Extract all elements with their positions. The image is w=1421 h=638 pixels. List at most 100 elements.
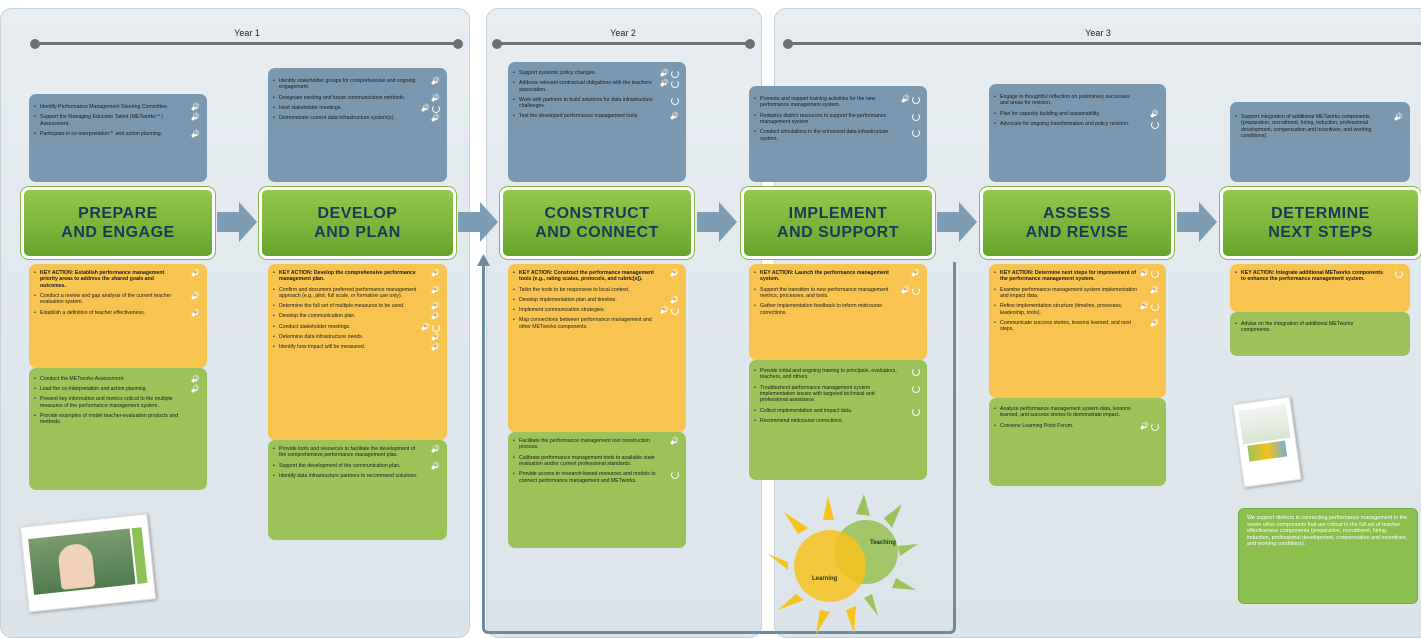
speaker-icon[interactable]: 🔊 [431,303,440,311]
refresh-icon[interactable] [432,104,440,113]
speaker-icon[interactable]: 🔊 [1140,422,1149,430]
list-item: Establish a definition of teacher effect… [33,309,202,317]
refresh-icon[interactable] [912,286,920,295]
speaker-icon[interactable]: 🔊 [431,286,440,294]
list-item: Identify how impact will be measured.🔊 [272,344,442,352]
feedback-loop-arrow [482,262,956,634]
list-item-text: Analyze performance management system da… [1000,406,1131,419]
speaker-icon[interactable]: 🔊 [670,296,679,304]
speaker-icon[interactable]: 🔊 [191,293,200,301]
list-item-text: Conduct stakeholder meetings. [279,323,351,330]
refresh-icon[interactable] [912,112,920,121]
stage-5-consultant-box: Analyze performance management system da… [989,398,1166,486]
list-item-text: Facilitate the performance management to… [519,438,650,451]
refresh-icon[interactable] [1151,270,1159,278]
speaker-icon[interactable]: 🔊 [431,313,440,321]
stage-5-card[interactable]: ASSESS AND REVISE [980,187,1174,259]
list-item: Support the development of the communica… [272,462,442,470]
speaker-icon[interactable]: 🔊 [670,438,679,445]
speaker-icon[interactable]: 🔊 [191,130,200,138]
refresh-icon[interactable] [671,307,679,316]
brochure-thumbnail[interactable] [1232,396,1302,488]
list-item-text: Present key information and metrics crit… [40,396,173,409]
list-item-text: Develop implementation plan and timeline… [519,296,617,303]
speaker-icon[interactable]: 🔊 [911,270,920,277]
audio-controls [1151,120,1159,129]
list-item-text: Address relevant contractual obligations… [519,80,652,93]
speaker-icon[interactable]: 🔊 [191,309,200,317]
list-item-text: KEY ACTION: Establish performance manage… [40,270,165,289]
speaker-icon[interactable]: 🔊 [660,80,669,88]
list-item: Gather implementation feedback to inform… [753,303,922,316]
speaker-icon[interactable]: 🔊 [1150,319,1159,327]
refresh-icon[interactable] [912,407,920,416]
speaker-icon[interactable]: 🔊 [431,462,440,470]
speaker-icon[interactable]: 🔊 [191,386,200,394]
list-item: Demonstrate current data infrastructure … [272,115,442,123]
stage-3-consultant-box: Facilitate the performance management to… [508,432,686,548]
speaker-icon[interactable]: 🔊 [670,270,679,277]
refresh-icon[interactable] [1151,303,1159,312]
speaker-icon[interactable]: 🔊 [431,115,440,123]
speaker-icon[interactable]: 🔊 [670,113,679,121]
refresh-icon[interactable] [671,70,679,78]
refresh-icon[interactable] [1151,422,1159,431]
refresh-icon[interactable] [671,96,679,105]
list-item-text: Conduct a review and gap analysis of the… [40,293,172,306]
speaker-icon[interactable]: 🔊 [431,78,440,85]
stage-arrow-icon [697,202,737,242]
refresh-icon[interactable] [912,96,920,104]
refresh-icon[interactable] [671,471,679,480]
speaker-icon[interactable]: 🔊 [421,323,430,331]
speaker-icon[interactable]: 🔊 [901,96,910,103]
stage-4-action-box: KEY ACTION: Launch the performance manag… [749,264,927,360]
speaker-icon[interactable]: 🔊 [421,104,430,112]
speaker-icon[interactable]: 🔊 [431,94,440,102]
refresh-icon[interactable] [1395,270,1403,278]
list-item: Provide access to research-based resourc… [512,471,681,484]
guide-cover-thumbnail[interactable] [19,513,157,613]
refresh-icon[interactable] [1151,120,1159,129]
refresh-icon[interactable] [912,384,920,393]
refresh-icon[interactable] [432,323,440,332]
list-item: Designate existing and future communicat… [272,94,442,102]
stage-2-support-box: Identify stakeholder groups for comprehe… [268,68,447,182]
speaker-icon[interactable]: 🔊 [191,376,200,383]
list-item-text: Engage in thoughtful reflection on preli… [1000,94,1130,107]
speaker-icon[interactable]: 🔊 [1394,114,1403,121]
list-item: Calibrate performance management tools t… [512,455,681,468]
list-item: Conduct stakeholder meetings. 🔊 [272,323,442,332]
year-3-label: Year 3 [1085,28,1111,38]
list-item: Lead the co-interpretation and action pl… [33,386,202,394]
list-item: KEY ACTION: Launch the performance manag… [753,270,922,283]
speaker-icon[interactable]: 🔊 [1150,286,1159,294]
speaker-icon[interactable]: 🔊 [191,104,200,111]
list-item-text: Communicate success stories, lessons lea… [1000,319,1131,333]
list-item: Conduct simulations in the enhanced data… [753,129,922,142]
stage-1-card[interactable]: PREPARE AND ENGAGE [21,187,215,259]
stage-2-card[interactable]: DEVELOP AND PLAN [259,187,456,259]
speaker-icon[interactable]: 🔊 [1140,303,1149,311]
speaker-icon[interactable]: 🔊 [431,446,440,453]
refresh-icon[interactable] [671,80,679,89]
stage-4-card[interactable]: IMPLEMENT AND SUPPORT [741,187,935,259]
speaker-icon[interactable]: 🔊 [1140,270,1149,277]
speaker-icon[interactable]: 🔊 [431,344,440,352]
speaker-icon[interactable]: 🔊 [660,307,669,315]
refresh-icon[interactable] [912,129,920,138]
speaker-icon[interactable]: 🔊 [901,286,910,294]
sun-teaching-label: Teaching [870,540,896,546]
stage-3-card[interactable]: CONSTRUCT AND CONNECT [500,187,694,259]
list-item: KEY ACTION: Develop the comprehensive pe… [272,270,442,283]
speaker-icon[interactable]: 🔊 [1150,110,1159,118]
teaching-learning-sun-graphic: Teaching Learning [768,494,918,634]
speaker-icon[interactable]: 🔊 [660,70,669,77]
speaker-icon[interactable]: 🔊 [431,333,440,341]
stage-6-card[interactable]: DETERMINE NEXT STEPS [1220,187,1421,259]
speaker-icon[interactable]: 🔊 [431,270,440,277]
stage-arrow-icon [1177,202,1217,242]
stage-2-action-box: KEY ACTION: Develop the comprehensive pe… [268,264,447,440]
speaker-icon[interactable]: 🔊 [191,114,200,122]
refresh-icon[interactable] [912,368,920,376]
speaker-icon[interactable]: 🔊 [191,270,200,277]
